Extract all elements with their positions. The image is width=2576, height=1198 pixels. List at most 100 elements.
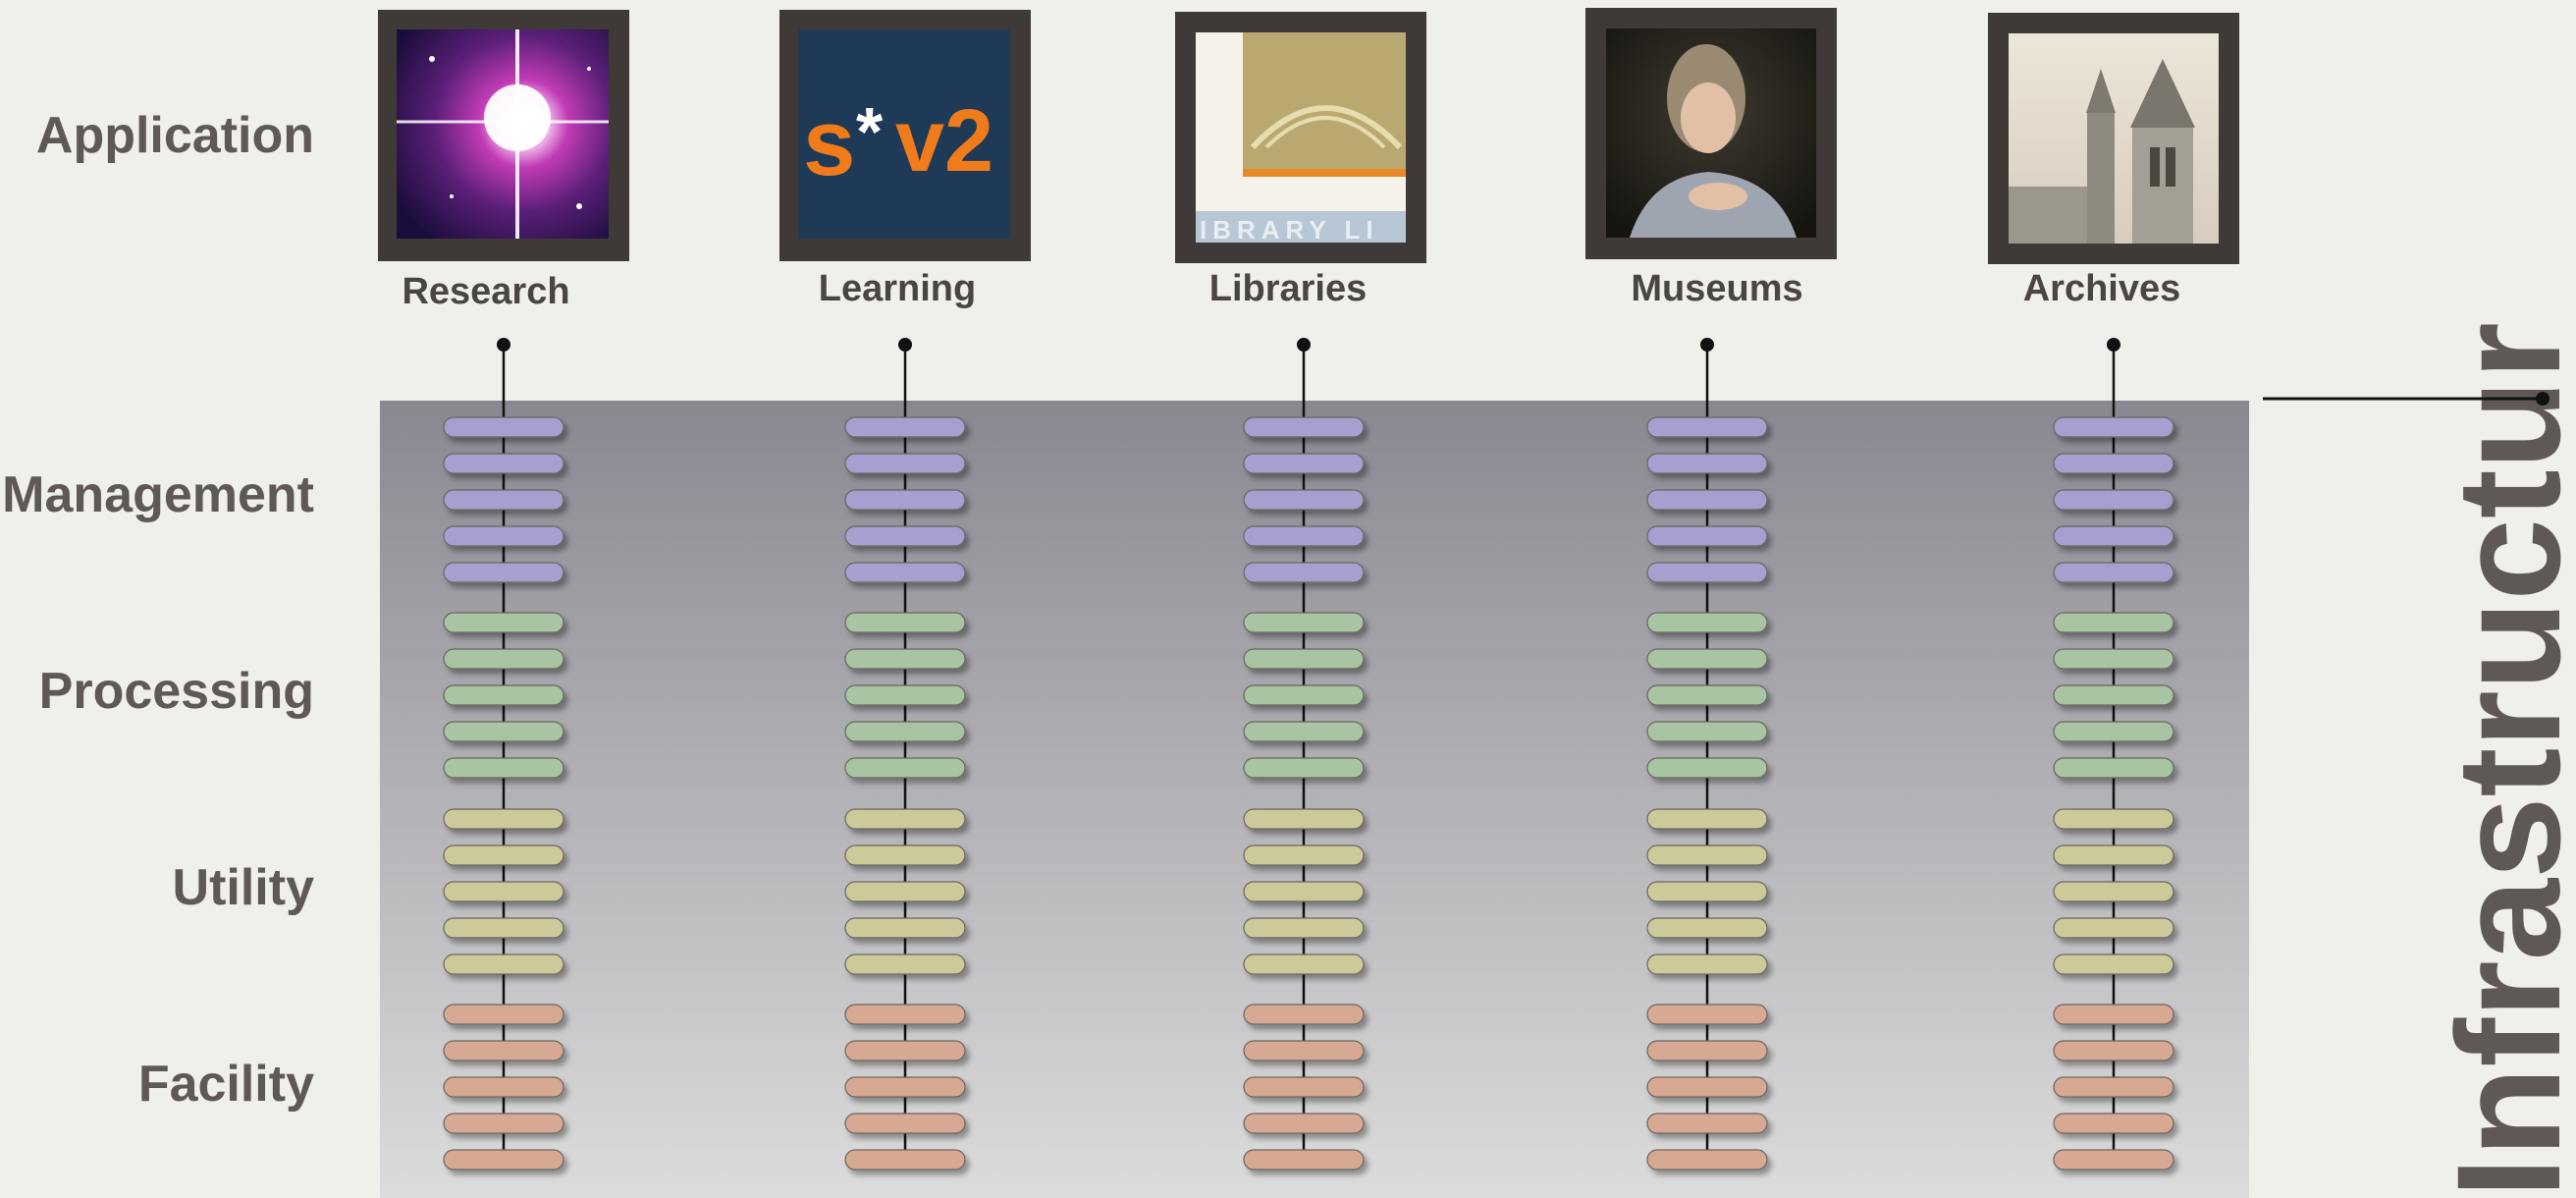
column-label-research: Research: [402, 271, 570, 312]
stack-pill-facility: [443, 1113, 564, 1134]
stack-pill-utility: [2053, 917, 2174, 939]
svg-text:IBRARY LI: IBRARY LI: [1200, 215, 1379, 245]
stack-pill-facility: [1243, 1004, 1365, 1025]
stack-pill-management: [1646, 453, 1768, 474]
stack-pill-facility: [443, 1004, 564, 1025]
stack-pill-management: [1243, 489, 1365, 511]
stack-pill-facility: [1646, 1076, 1768, 1098]
stack-pill-processing: [2053, 612, 2174, 633]
stack-pill-facility: [443, 1149, 564, 1171]
stack-pill-management: [443, 416, 564, 438]
stack-pill-management: [1646, 562, 1768, 583]
stack-pill-utility: [2053, 808, 2174, 830]
stack-pill-utility: [443, 808, 564, 830]
column-label-archives: Archives: [2022, 268, 2181, 309]
stack-pill-utility: [2053, 881, 2174, 902]
stack-pill-management: [443, 489, 564, 511]
stack-pill-facility: [1243, 1076, 1365, 1098]
stack-pill-utility: [443, 881, 564, 902]
stack-pill-management: [1243, 453, 1365, 474]
stack-pill-utility: [1646, 808, 1768, 830]
stack-pill-processing: [1646, 757, 1768, 779]
stack-pill-utility: [844, 844, 966, 866]
stack-pill-facility: [2053, 1076, 2174, 1098]
stack-pill-processing: [443, 684, 564, 706]
stack-pill-processing: [844, 684, 966, 706]
stack-pill-facility: [1646, 1149, 1768, 1171]
stack-pill-facility: [1646, 1113, 1768, 1134]
stack-pill-management: [1646, 525, 1768, 547]
stack-pill-management: [844, 416, 966, 438]
stack-pill-processing: [443, 757, 564, 779]
layer-label-facility: Facility: [137, 1056, 314, 1113]
stack-pill-utility: [1243, 808, 1365, 830]
stack-pill-management: [844, 453, 966, 474]
stack-pill-processing: [1243, 684, 1365, 706]
stack-pill-facility: [443, 1040, 564, 1062]
stack-pill-management: [2053, 525, 2174, 547]
stack-pill-management: [844, 489, 966, 511]
stack-pill-utility: [844, 808, 966, 830]
svg-text:v2: v2: [895, 92, 993, 191]
svg-text:*: *: [856, 93, 884, 170]
stack-pill-management: [844, 562, 966, 583]
stack-pill-facility: [844, 1004, 966, 1025]
stack-pill-management: [1646, 489, 1768, 511]
stack-pill-utility: [1646, 881, 1768, 902]
layer-label-processing: Processing: [38, 663, 314, 720]
stack-pill-facility: [1646, 1004, 1768, 1025]
stack-pill-management: [443, 562, 564, 583]
stack-pill-processing: [2053, 757, 2174, 779]
thumbnail-archives: [1988, 13, 2239, 264]
thumbnail-libraries: IBRARY LI: [1175, 12, 1426, 263]
stack-pill-utility: [1243, 917, 1365, 939]
stack-pill-utility: [2053, 953, 2174, 975]
stack-pill-utility: [1646, 844, 1768, 866]
stack-pill-facility: [844, 1040, 966, 1062]
stack-pill-facility: [1243, 1040, 1365, 1062]
layer-label-application: Application: [35, 107, 314, 164]
stack-pill-management: [2053, 562, 2174, 583]
stack-pill-utility: [1243, 844, 1365, 866]
stack-pill-utility: [443, 917, 564, 939]
stack-pill-facility: [443, 1076, 564, 1098]
svg-text:s: s: [803, 90, 855, 195]
stack-pill-facility: [844, 1113, 966, 1134]
stack-pill-processing: [443, 648, 564, 670]
layer-label-management: Management: [2, 466, 314, 523]
stack-pill-facility: [2053, 1149, 2174, 1171]
stack-pill-processing: [443, 721, 564, 742]
stack-pill-utility: [844, 881, 966, 902]
stack-pill-management: [844, 525, 966, 547]
stack-pill-utility: [2053, 844, 2174, 866]
stack-pill-management: [2053, 453, 2174, 474]
stack-pill-processing: [1243, 721, 1365, 742]
stack-pill-processing: [2053, 684, 2174, 706]
stack-pill-processing: [443, 612, 564, 633]
stack-pill-processing: [1243, 757, 1365, 779]
thumbnail-museums: [1585, 8, 1837, 259]
stack-pill-utility: [844, 953, 966, 975]
stack-top-dot-museums: [1700, 338, 1714, 352]
stack-pill-utility: [443, 844, 564, 866]
stack-pill-facility: [2053, 1004, 2174, 1025]
stack-pill-processing: [844, 757, 966, 779]
stack-top-dot-learning: [898, 338, 912, 352]
stack-top-dot-research: [497, 338, 510, 352]
stack-pill-processing: [1646, 648, 1768, 670]
stack-pill-management: [2053, 416, 2174, 438]
stack-pill-processing: [2053, 648, 2174, 670]
stack-pill-management: [1243, 416, 1365, 438]
stack-pill-utility: [1243, 953, 1365, 975]
stack-pill-management: [2053, 489, 2174, 511]
stack-pill-utility: [1646, 953, 1768, 975]
column-label-libraries: Libraries: [1208, 268, 1368, 309]
stack-pill-management: [1646, 416, 1768, 438]
thumbnail-learning: s * v2: [779, 10, 1031, 261]
stack-pill-processing: [1646, 612, 1768, 633]
stack-pill-facility: [844, 1076, 966, 1098]
stack-pill-management: [443, 525, 564, 547]
stack-pill-utility: [443, 953, 564, 975]
stack-pill-utility: [1646, 917, 1768, 939]
stack-pill-processing: [844, 721, 966, 742]
